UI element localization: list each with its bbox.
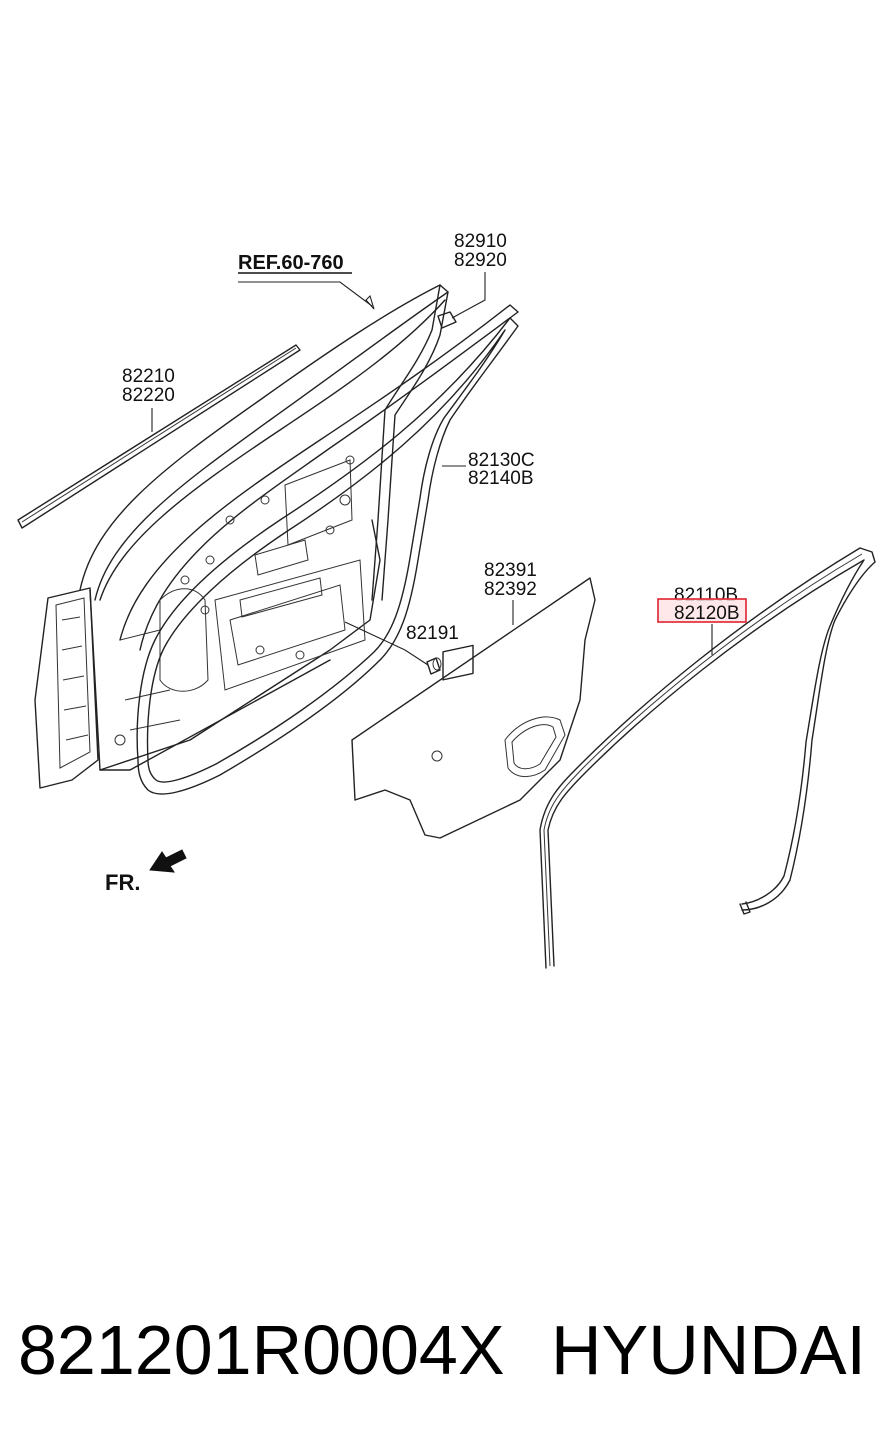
- callout-hinge-line1: 82910: [454, 231, 507, 252]
- clip: [426, 657, 442, 675]
- trim-panel: [351, 577, 596, 839]
- callout-belt-molding-line1: 82210: [122, 366, 175, 387]
- front-direction-arrow-icon: [149, 849, 187, 873]
- callout-trim-panel-line2: 82392: [484, 579, 537, 600]
- body-weatherstrip: [136, 317, 519, 795]
- highlight-box: [657, 598, 747, 623]
- callout-body-weatherstrip-line1: 82130C: [468, 450, 535, 471]
- callout-belt-molding-line2: 82220: [122, 385, 175, 406]
- brand-name: HYUNDAI: [550, 1311, 866, 1389]
- door-shell: [34, 284, 519, 789]
- callout-trim-panel-line1: 82391: [484, 560, 537, 581]
- parts-diagram: REF.60-760 82910 82920 82210 82220 82130…: [17, 231, 876, 969]
- reference-label: REF.60-760: [238, 252, 344, 274]
- callout-clip-line1: 82191: [406, 623, 459, 644]
- direction-label: FR.: [105, 870, 140, 895]
- callout-hinge-line2: 82920: [454, 250, 507, 271]
- belt-molding: [17, 344, 301, 529]
- door-weatherstrip: [539, 547, 876, 969]
- part-number: 821201R0004X: [18, 1311, 505, 1389]
- callout-door-weatherstrip-line2: 82120B: [674, 603, 740, 624]
- leader-lines: [151, 272, 713, 666]
- callout-body-weatherstrip-line2: 82140B: [468, 468, 534, 489]
